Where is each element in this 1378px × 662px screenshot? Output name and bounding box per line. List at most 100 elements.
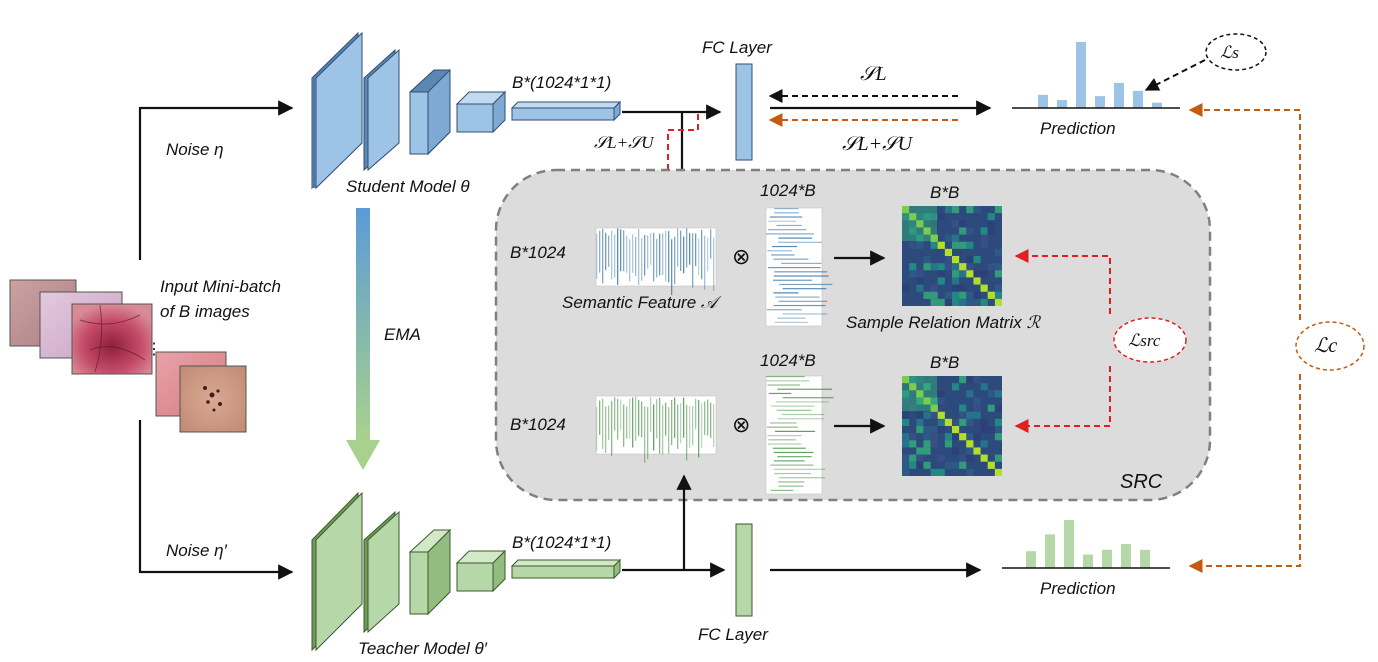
teacher-prediction-bar-1: [1026, 551, 1036, 568]
student-prediction-bar-5: [1114, 82, 1124, 108]
feature-bot-stroke: [692, 406, 694, 446]
feature-t-top-stroke: [779, 283, 833, 286]
src-1024b-bottom: 1024*B: [760, 351, 816, 370]
relation-bot-diagonal: [902, 376, 910, 384]
relation-bot-cell: [937, 426, 945, 434]
input-to-student-arrow: [138, 100, 294, 260]
relation-bot-cell: [973, 397, 981, 405]
relation-top-cell: [944, 206, 952, 214]
relation-top-cell: [994, 284, 1002, 292]
ema-label: EMA: [384, 325, 421, 344]
feature-t-bot-stroke: [768, 392, 792, 395]
semantic-feature-matrix-top: [595, 227, 717, 296]
relation-bot-cell: [916, 376, 924, 384]
relation-matrix-bottom: [902, 376, 1002, 476]
feature-bot-stroke: [608, 405, 610, 440]
feature-transpose-bottom: [765, 375, 834, 495]
teacher-prediction-label: Prediction: [1040, 579, 1116, 598]
feature-t-top-stroke: [768, 220, 797, 222]
relation-top-cell: [952, 291, 960, 299]
feature-top-stroke: [617, 228, 619, 285]
relation-top-diagonal: [980, 284, 988, 292]
src-otimes-bottom: ⊗: [732, 412, 750, 437]
feature-top-stroke: [632, 234, 634, 273]
feature-top-stroke: [668, 231, 670, 283]
relation-bot-cell: [916, 411, 924, 419]
teacher-prediction-bar-4: [1083, 554, 1093, 568]
loss-lc-label: ℒc: [1314, 335, 1337, 357]
relation-top-cell: [959, 270, 967, 278]
feature-top-stroke: [713, 237, 715, 292]
feature-bot-stroke: [686, 404, 688, 461]
relation-bot-cell: [902, 433, 910, 441]
sl-top-label: 𝒮L: [860, 63, 887, 85]
feature-t-top-stroke: [773, 304, 826, 307]
relation-bot-cell: [952, 383, 960, 391]
relation-bot-cell: [909, 440, 917, 448]
relation-bot-cell: [980, 426, 988, 434]
relation-bot-cell: [966, 447, 974, 455]
relation-top-diagonal: [930, 234, 938, 242]
relation-matrix-top: [902, 206, 1002, 306]
student-prediction-bar-3: [1076, 42, 1086, 108]
feature-top-stroke: [605, 232, 607, 271]
feature-transpose-top: [765, 207, 833, 327]
relation-bot-cell: [966, 454, 974, 462]
feature-top-stroke: [689, 233, 691, 265]
relation-bot-cell: [966, 468, 974, 476]
relation-bot-cell: [923, 461, 931, 469]
feature-bot-stroke: [650, 396, 652, 433]
feature-t-bot-stroke: [766, 376, 805, 378]
feature-t-top-stroke: [782, 313, 828, 315]
relation-top-cell: [959, 241, 967, 249]
relation-top-cell: [916, 284, 924, 292]
relation-top-diagonal: [923, 227, 931, 235]
feature-t-bot-stroke: [773, 460, 805, 462]
relation-bot-cell: [902, 418, 910, 426]
relation-top-cell: [987, 220, 995, 228]
relation-bot-cell: [944, 461, 952, 469]
feature-t-top-stroke: [766, 309, 802, 311]
relation-top-cell: [980, 298, 988, 306]
src-b1024-top: B*1024: [510, 243, 566, 262]
relation-top-cell: [902, 213, 910, 221]
feature-t-bot-stroke: [779, 477, 825, 479]
feature-bot-stroke: [710, 402, 712, 438]
relation-bot-diagonal: [930, 404, 938, 412]
relation-top-cell: [987, 263, 995, 271]
relation-top-cell: [952, 263, 960, 271]
relation-top-cell: [959, 220, 967, 228]
teacher-prediction-bar-5: [1102, 549, 1112, 568]
relation-bot-cell: [994, 390, 1002, 398]
student-model-label: Student Model θ: [346, 177, 470, 196]
relation-top-cell: [909, 227, 917, 235]
feature-t-bot-stroke: [774, 472, 811, 475]
feature-bot-stroke: [644, 406, 646, 463]
feature-t-bot-stroke: [772, 447, 806, 449]
relation-top-cell: [952, 270, 960, 278]
feature-t-bot-stroke: [767, 435, 802, 437]
src-bb-top: B*B: [930, 183, 959, 202]
teacher-prediction-bar-3: [1064, 520, 1074, 568]
relation-top-cell: [994, 206, 1002, 214]
relation-bot-cell: [916, 418, 924, 426]
feature-bot-stroke: [656, 399, 658, 439]
relation-bot-cell: [959, 461, 967, 469]
relation-bot-cell: [959, 418, 967, 426]
relation-bot-cell: [916, 447, 924, 455]
relation-top-cell: [937, 263, 945, 271]
feature-bot-stroke: [683, 397, 685, 438]
relation-top-cell: [980, 270, 988, 278]
relation-top-cell: [923, 256, 931, 264]
feature-t-bot-stroke: [782, 397, 834, 399]
relation-bot-cell: [923, 440, 931, 448]
relation-top-cell: [966, 206, 974, 214]
feature-t-top-stroke: [778, 237, 813, 239]
feature-top-stroke: [695, 233, 697, 267]
feature-t-bot-stroke: [776, 409, 812, 411]
student-prediction-chart: [1038, 42, 1162, 108]
feature-t-top-stroke: [778, 241, 822, 243]
relation-top-cell: [952, 234, 960, 242]
feature-bot-stroke: [641, 401, 643, 438]
feature-t-bot-stroke: [767, 384, 801, 386]
